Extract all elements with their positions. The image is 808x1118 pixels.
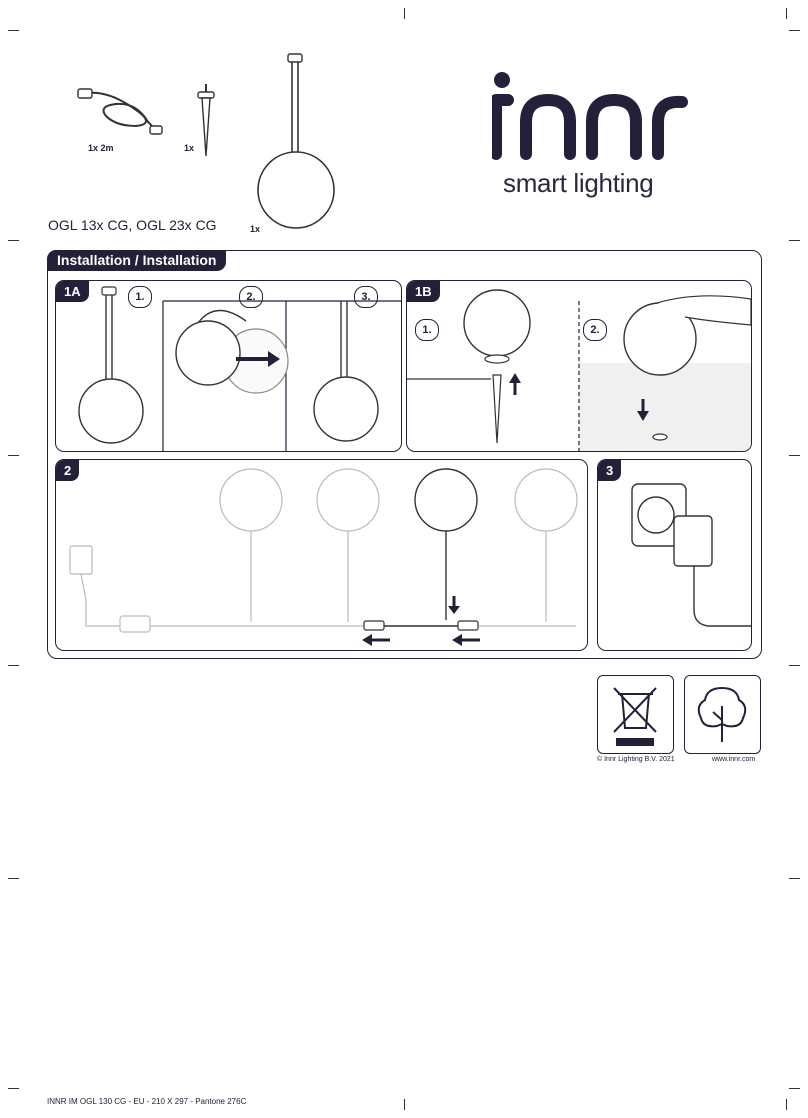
crop-mark-left	[8, 30, 19, 31]
step-1b-2: 2.	[583, 319, 607, 341]
globe-lamp-icon	[257, 53, 335, 229]
step-1a-3: 3.	[354, 286, 378, 308]
print-info: INNR IM OGL 130 CG - EU - 210 X 297 - Pa…	[47, 1097, 247, 1106]
panel-2-badge: 2	[56, 460, 80, 481]
installation-title: Installation / Installation	[47, 250, 227, 271]
panel-2-illustration	[69, 468, 578, 646]
model-numbers: OGL 13x CG, OGL 23x CG	[48, 217, 217, 233]
panel-1a: 1A 1. 2. 3.	[55, 280, 402, 452]
crop-mark-left	[8, 240, 19, 241]
step-1a-1: 1.	[128, 286, 152, 308]
panel-1a-badge: 1A	[56, 281, 89, 302]
crop-mark-right	[789, 455, 800, 456]
panel-1a-illustration	[78, 286, 401, 451]
panel-3-illustration	[631, 483, 751, 627]
crossed-bin-icon	[613, 687, 657, 746]
lamp-qty-label: 1x	[250, 224, 261, 234]
innr-logo	[492, 72, 688, 160]
spike-qty-label: 1x	[184, 143, 195, 153]
panel-2: 2	[55, 459, 588, 651]
crop-mark-bottom	[404, 1099, 405, 1110]
crop-mark-top	[404, 8, 405, 19]
cable-qty-label: 1x 2m	[88, 143, 114, 153]
crop-mark-right	[789, 665, 800, 666]
cable-icon	[77, 88, 163, 135]
crop-mark-right	[789, 878, 800, 879]
panel-3: 3	[597, 459, 752, 651]
step-1a-2: 2.	[239, 286, 263, 308]
tree-icon	[697, 686, 747, 742]
crop-mark-right	[789, 1088, 800, 1089]
recycle-tree-box	[684, 675, 761, 754]
crop-mark-left	[8, 878, 19, 879]
panel-1b-illustration	[407, 289, 751, 451]
panel-1b: 1B 1. 2.	[406, 280, 752, 452]
installation-frame	[47, 250, 762, 659]
spike-icon	[197, 84, 215, 157]
crop-mark-right	[789, 30, 800, 31]
crop-mark-left	[8, 1088, 19, 1089]
brand-tagline: smart lighting	[503, 168, 654, 198]
crop-mark-left	[8, 455, 19, 456]
weee-bin-box	[597, 675, 674, 754]
copyright-text: © Innr Lighting B.V. 2021	[597, 756, 675, 763]
panel-1b-badge: 1B	[407, 281, 440, 302]
crop-mark-bottom-right	[786, 1099, 787, 1110]
crop-mark-right	[789, 240, 800, 241]
step-1b-1: 1.	[415, 319, 439, 341]
panel-3-badge: 3	[598, 460, 622, 481]
crop-mark-left	[8, 665, 19, 666]
website-link[interactable]: www.innr.com	[712, 756, 756, 763]
crop-mark-top-right	[786, 8, 787, 19]
